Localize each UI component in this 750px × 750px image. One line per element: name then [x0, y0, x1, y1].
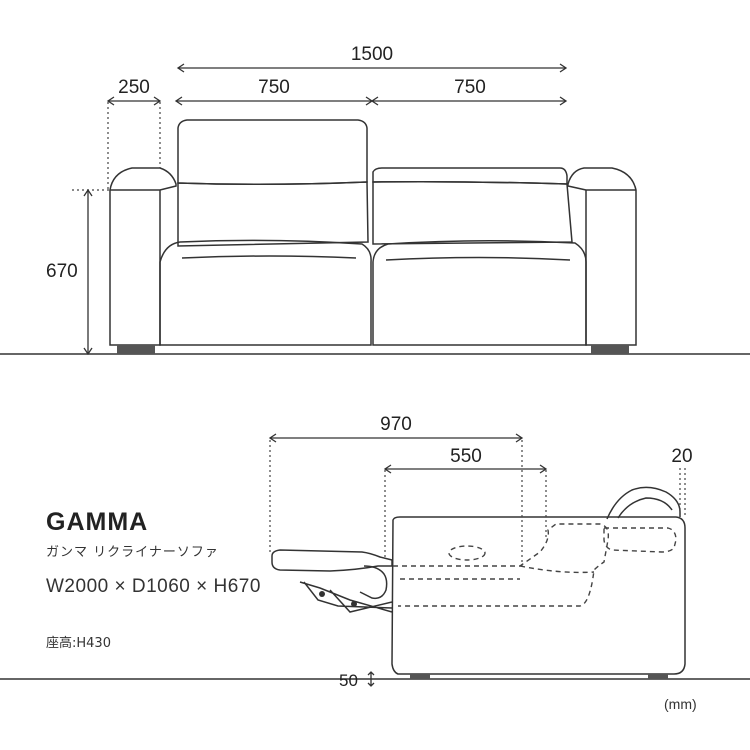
side-footrest-cushion [359, 565, 388, 600]
side-inner-seat-outline [393, 523, 610, 607]
dim-arrows-extended-depth [268, 433, 524, 443]
side-mechanism [299, 581, 393, 613]
product-name: GAMMA [46, 508, 149, 536]
product-info: GAMMA ガンマ リクライナーソファ W2000 × D1060 × H670 [46, 508, 261, 598]
side-headrest-inner [617, 497, 673, 519]
dim-arrows-right-seat [370, 96, 568, 106]
right-backrest [372, 181, 573, 245]
left-headrest [177, 119, 368, 186]
dim-extended-depth: 970 [380, 414, 412, 435]
front-view: 1500 250 750 750 670 [0, 44, 750, 356]
dim-height: 670 [46, 261, 78, 282]
dim-arm-width: 250 [118, 77, 150, 98]
mechanism-joint [319, 591, 325, 597]
side-headrest [606, 486, 681, 520]
side-body [391, 516, 686, 675]
side-view: 970 550 20 50 [0, 414, 750, 690]
left-armrest [109, 167, 177, 346]
side-back-leg [648, 674, 668, 679]
left-seat-seam [181, 255, 357, 259]
right-seat-cushion [372, 239, 587, 346]
side-front-leg [410, 674, 430, 679]
right-seat-seam [385, 256, 571, 261]
dim-arrows-leg-clearance [367, 671, 375, 687]
left-backrest [177, 181, 369, 247]
dim-inner-depth: 550 [450, 446, 482, 467]
mechanism-joint [351, 601, 357, 607]
dim-arrows-arm-width [106, 96, 162, 106]
product-subtitle: ガンマ リクライナーソファ [46, 545, 219, 560]
dim-arrows-inner-depth [383, 464, 548, 474]
front-right-leg [591, 345, 629, 354]
dim-leg-clearance: 50 [339, 671, 358, 690]
dim-headrest-offset: 20 [671, 446, 692, 467]
seat-height: 座高:H430 [46, 636, 111, 651]
product-size: W2000 × D1060 × H670 [46, 576, 261, 597]
front-left-leg [117, 345, 155, 354]
dim-left-seat-width: 750 [258, 77, 290, 98]
unit-label: (mm) [664, 696, 697, 712]
side-control-button-outline [448, 545, 486, 561]
left-seat-cushion [159, 239, 372, 346]
side-footrest [271, 549, 393, 572]
dim-total-width: 1500 [351, 44, 393, 65]
right-armrest [567, 167, 637, 346]
dim-arrows-height [83, 188, 93, 356]
side-inner-cushion-line [519, 565, 595, 574]
dim-arrows-total-width [176, 63, 568, 73]
side-inner-back-outline [603, 527, 677, 553]
dim-right-seat-width: 750 [454, 77, 486, 98]
